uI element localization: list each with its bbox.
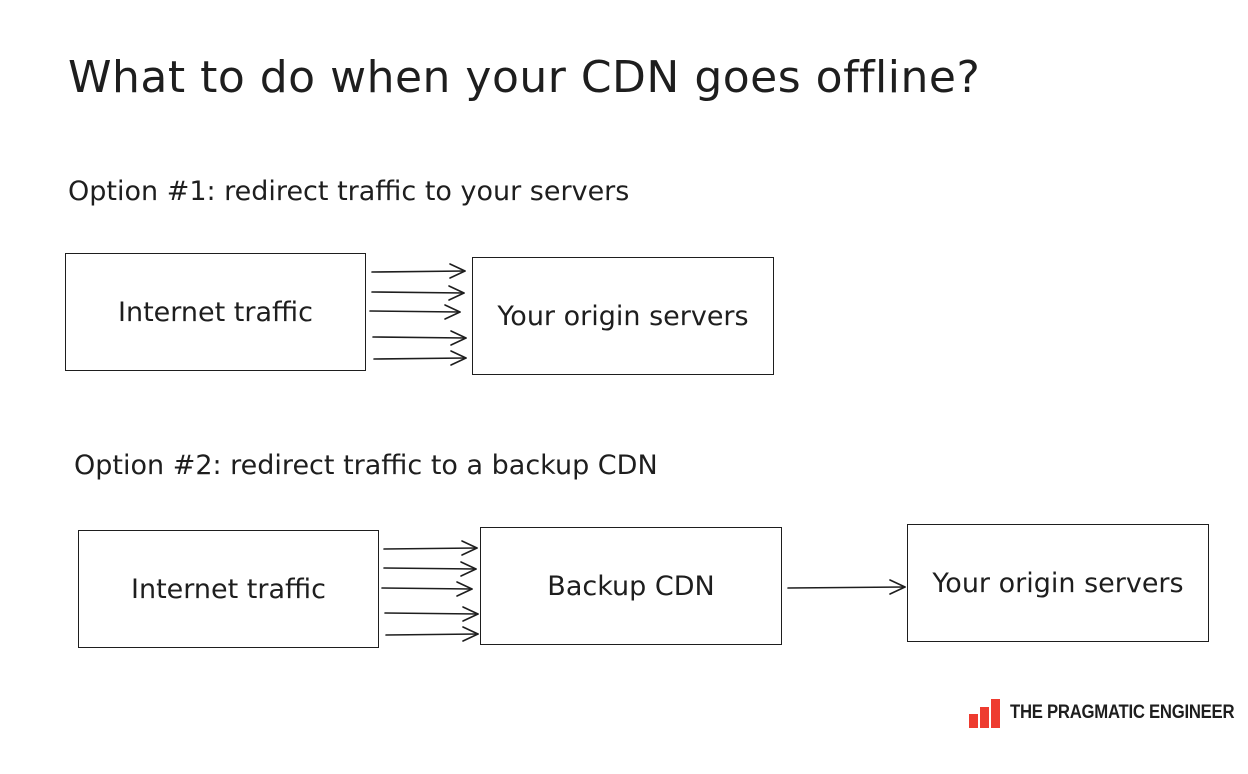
option-2-origin-servers-label: Your origin servers: [932, 567, 1184, 599]
option-1-internet-traffic-box: Internet traffic: [65, 253, 366, 371]
option-1-origin-servers-box: Your origin servers: [472, 257, 774, 375]
option-1-heading: Option #1: redirect traffic to your serv…: [68, 176, 630, 207]
option-1-arrow: [372, 330, 467, 346]
brand-name: THE PRAGMATIC ENGINEER: [1010, 702, 1235, 723]
option-1-arrow: [373, 350, 467, 366]
option-1-arrow: [371, 285, 465, 301]
option-1-origin-servers-label: Your origin servers: [497, 300, 749, 332]
option-2-arrow: [384, 606, 479, 622]
option-2-origin-servers-box: Your origin servers: [907, 524, 1209, 642]
option-1-internet-traffic-label: Internet traffic: [118, 296, 313, 328]
option-2-arrow: [383, 540, 478, 556]
option-2-arrow: [381, 581, 473, 597]
bar-chart-logo-icon: [969, 699, 1000, 728]
option-2-arrow: [385, 626, 479, 642]
option-2-backup-cdn-label: Backup CDN: [547, 570, 715, 602]
diagram-title: What to do when your CDN goes offline?: [68, 52, 981, 103]
option-1-arrow: [369, 304, 461, 320]
brand-logo: THE PRAGMATIC ENGINEER: [968, 696, 1248, 730]
backup-to-origin-arrow: [787, 579, 906, 595]
option-2-internet-traffic-box: Internet traffic: [78, 530, 379, 648]
option-2-heading: Option #2: redirect traffic to a backup …: [74, 450, 658, 481]
option-1-arrow: [371, 263, 466, 279]
option-2-arrow: [383, 561, 477, 577]
option-2-backup-cdn-box: Backup CDN: [480, 527, 782, 645]
option-2-internet-traffic-label: Internet traffic: [131, 573, 326, 605]
